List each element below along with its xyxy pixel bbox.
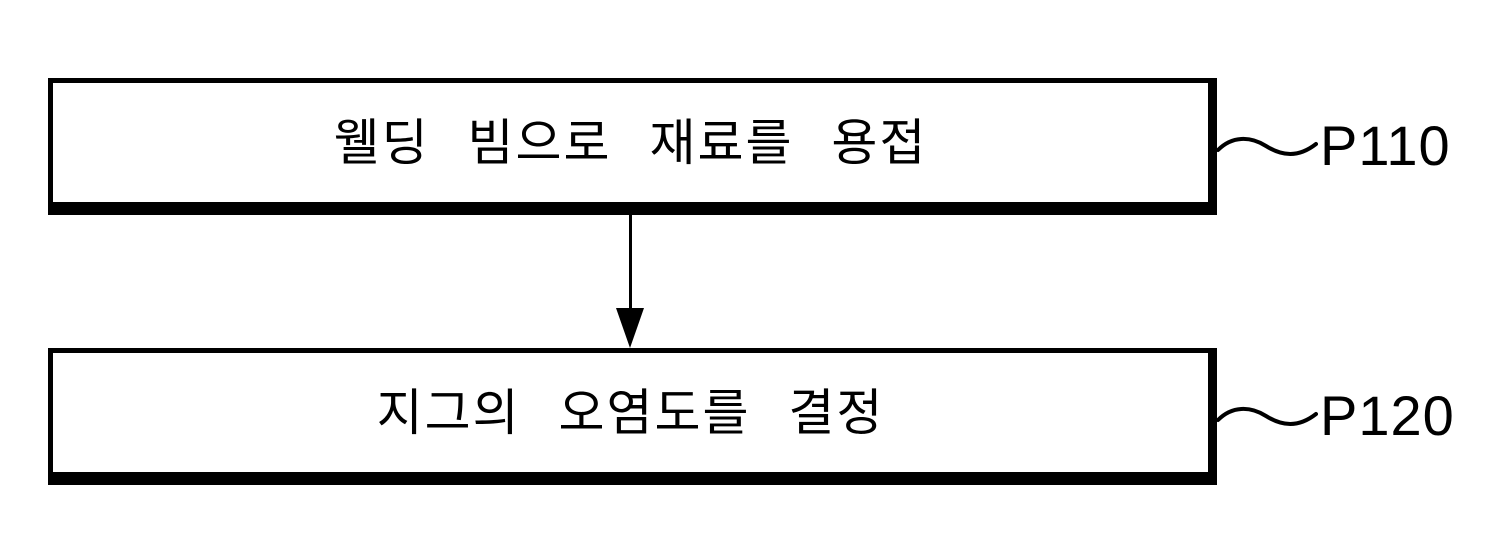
ref-callout-p120: P120 — [1216, 382, 1455, 450]
step-box-p120: 지그의 오염도를 결정 — [48, 348, 1217, 485]
ref-callout-p110: P110 — [1216, 112, 1451, 180]
step-box-p110: 웰딩 빔으로 재료를 용접 — [48, 78, 1217, 215]
ref-label-p110: P110 — [1320, 114, 1451, 177]
ref-label-p120: P120 — [1320, 384, 1455, 447]
squiggle-connector-icon — [1216, 407, 1318, 426]
arrow-line — [629, 212, 632, 310]
step-label-p110: 웰딩 빔으로 재료를 용접 — [333, 114, 928, 171]
squiggle-connector-icon — [1216, 137, 1318, 156]
arrow-head-icon — [616, 308, 644, 348]
step-label-p120: 지그의 오염도를 결정 — [376, 384, 885, 441]
